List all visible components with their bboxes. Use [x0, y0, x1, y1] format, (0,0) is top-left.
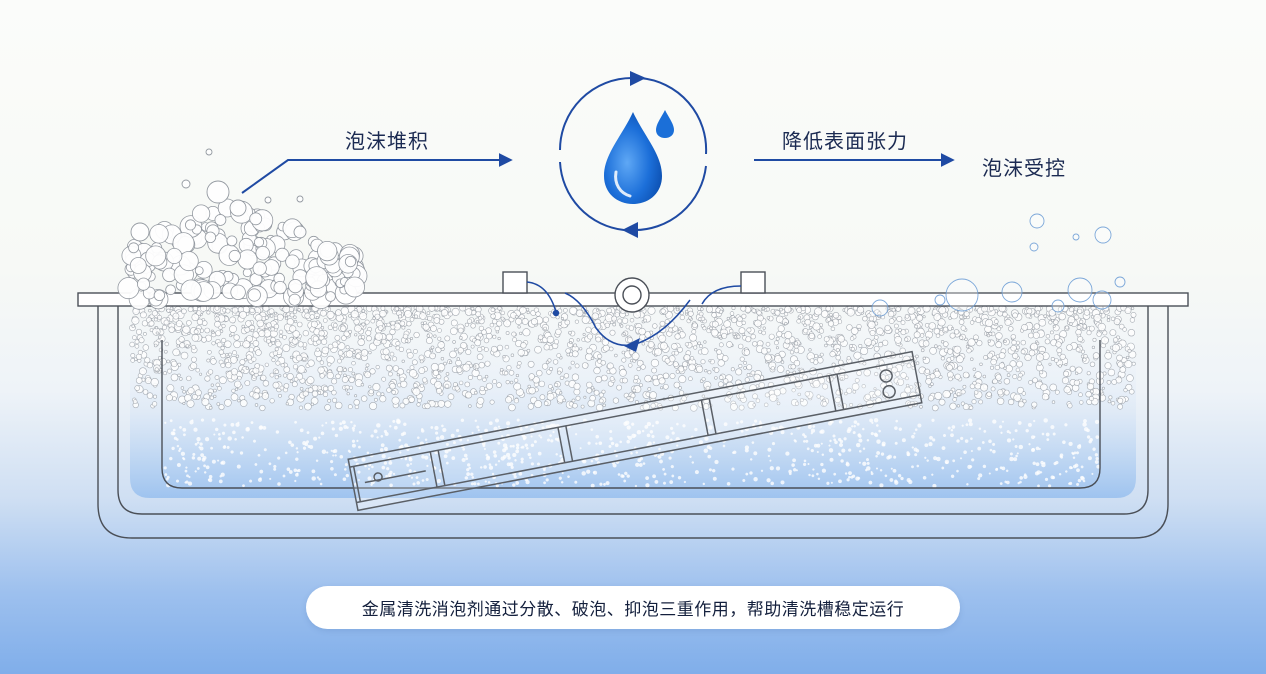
- left-fitting: [502, 271, 528, 294]
- caption-text: 金属清洗消泡剂通过分散、破泡、抑泡三重作用，帮助清洗槽稳定运行: [361, 600, 905, 620]
- tank-outer-wall: [97, 306, 1169, 539]
- label-foam-controlled: 泡沫受控: [982, 156, 1066, 180]
- label-reduce-surface-tension: 降低表面张力: [782, 129, 908, 153]
- center-valve: [614, 277, 650, 313]
- foam-pile: [117, 148, 368, 310]
- tank-inner-wall: [161, 340, 1101, 489]
- left-hose: [526, 281, 557, 313]
- left-hose-drop: [552, 309, 560, 317]
- caption-pill: 金属清洗消泡剂通过分散、破泡、抑泡三重作用，帮助清洗槽稳定运行: [306, 586, 960, 629]
- right-fitting: [740, 271, 766, 294]
- flow-arrow: [564, 292, 691, 346]
- controlled-bubbles: [871, 213, 1126, 317]
- tank: [77, 271, 1189, 539]
- label-foam-accumulation: 泡沫堆积: [345, 129, 429, 153]
- flow-arrow-head: [624, 338, 640, 352]
- right-hose: [701, 285, 742, 305]
- water-drop-cycle-icon: [559, 71, 708, 238]
- accumulate-arrow: [241, 153, 513, 194]
- tank-middle-wall: [117, 306, 1149, 515]
- small-drop-icon: [656, 110, 674, 138]
- foam-layer: [129, 304, 1137, 489]
- parts-rack: [347, 350, 923, 512]
- water-drop-icon: [604, 112, 662, 204]
- center-valve-inner: [622, 285, 642, 305]
